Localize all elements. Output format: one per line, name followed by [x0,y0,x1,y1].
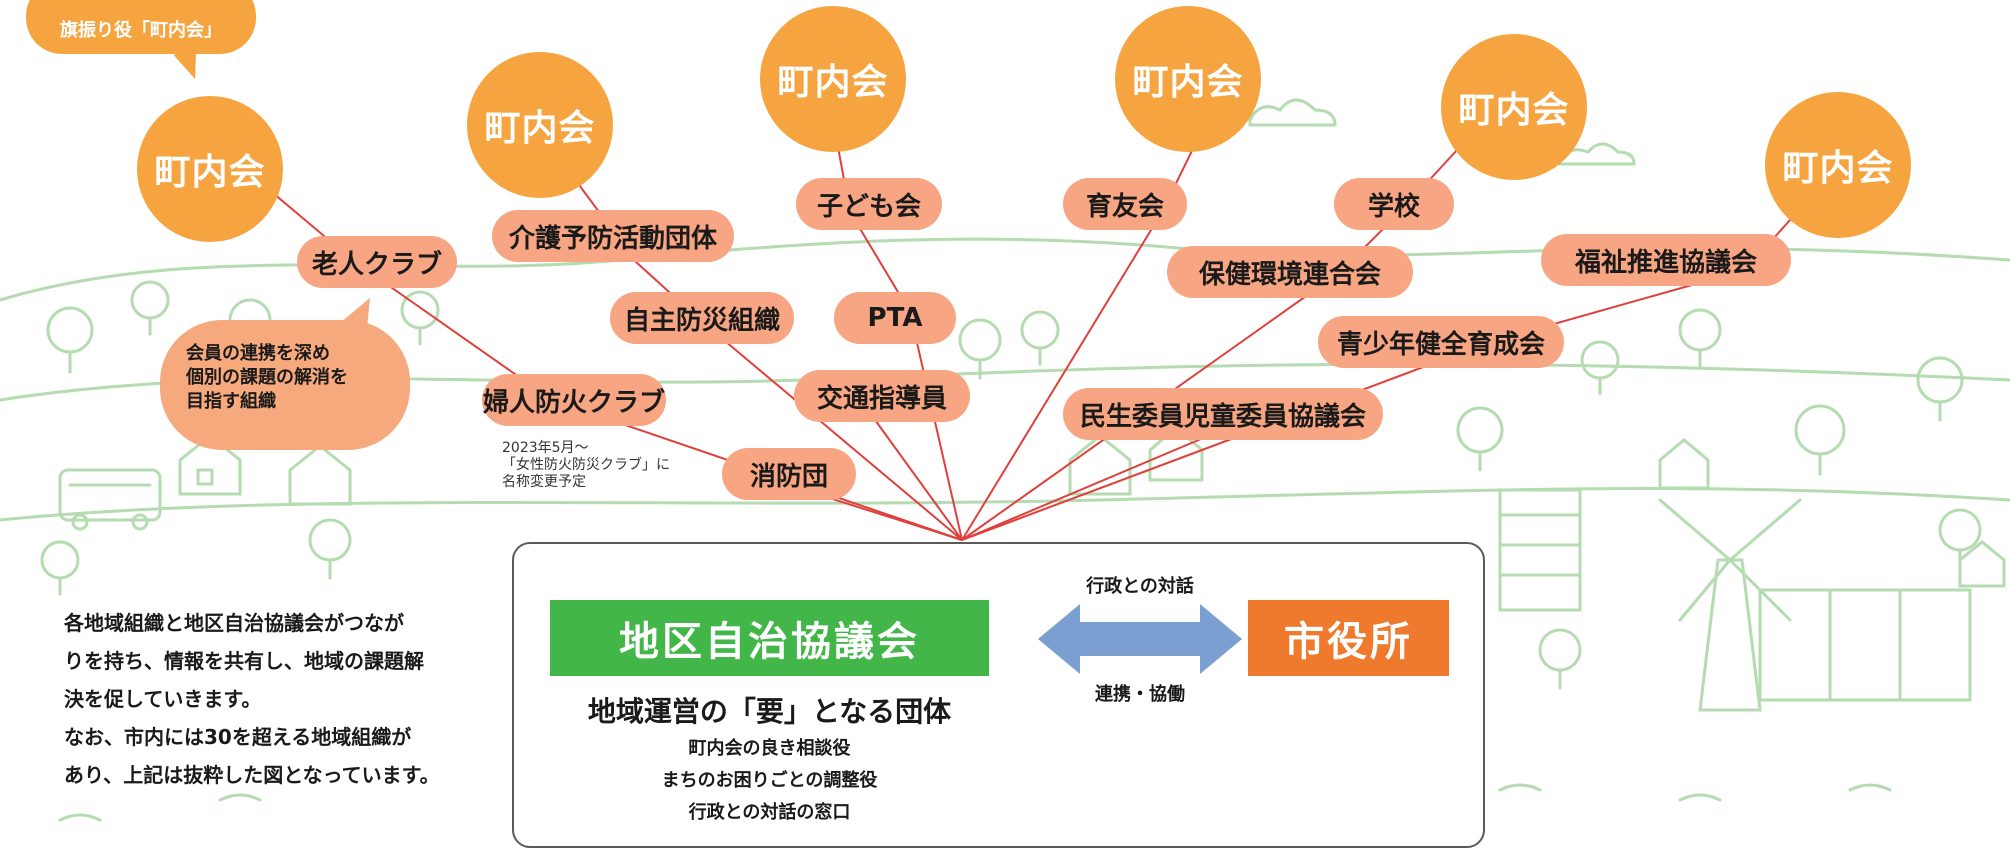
description-line-5: あり、上記は抜粋した図となっています。 [64,763,440,787]
group-traffic-guide: 交通指導員 [794,370,970,422]
group-fire-brigade: 消防団 [722,448,856,500]
district-council-name: 地区自治協議会 [619,619,920,665]
group-youth-council: 青少年健全育成会 [1318,316,1564,368]
arrow-label-dialogue: 行政との対話 [1086,576,1194,597]
elderly-club-note-bubble: 会員の連携を深め 個別の課題の解消を 目指す組織 [160,320,410,450]
group-pta: PTA [834,292,956,344]
city-hall-box: 市役所 [1248,600,1449,676]
rename-note: 2023年5月～ 「女性防火防災クラブ」に 名称変更予定 [502,440,670,491]
group-ikuyukai: 育友会 [1063,178,1187,230]
neighborhood-association-4: 町内会 [1115,6,1261,152]
group-welfare-commissioners: 民生委員児童委員協議会 [1063,388,1383,440]
neighborhood-association-5: 町内会 [1441,34,1587,180]
description-line-1: 各地域組織と地区自治協議会がつなが [64,611,404,635]
description-line-4: なお、市内には30を超える地域組織が [64,725,412,749]
group-womens-fire-club: 婦人防火クラブ [482,374,666,426]
neighborhood-association-3: 町内会 [760,6,906,152]
group-health-environment: 保健環境連合会 [1167,246,1413,298]
group-disaster-prevention: 自主防災組織 [610,292,794,344]
flag-waver-text: 旗振り役「町内会」 [60,20,222,41]
flag-waver-bubble: 旗振り役「町内会」 [26,0,256,54]
elderly-note-line-2: 個別の課題の解消を [186,367,348,388]
rename-note-line-2: 「女性防火防災クラブ」に [502,457,670,473]
arrow-label-cooperation: 連携・協働 [1095,684,1185,705]
description-text: 各地域組織と地区自治協議会がつなが りを持ち、情報を共有し、地域の課題解 決を促… [64,604,484,794]
group-children-club: 子ども会 [796,178,942,230]
council-panel [512,542,1485,848]
city-hall-name: 市役所 [1284,619,1413,665]
group-elderly-club: 老人クラブ [297,236,457,288]
double-arrow-icon [1038,604,1242,674]
neighborhood-association-6: 町内会 [1765,92,1911,238]
council-tagline: 地域運営の「要」となる団体 [587,695,952,728]
group-welfare-council: 福祉推進協議会 [1541,234,1791,286]
rename-note-line-3: 名称変更予定 [502,474,586,490]
neighborhood-association-1: 町内会 [137,96,283,242]
district-council-box: 地区自治協議会 [550,600,989,676]
council-role-2: まちのお困りごとの調整役 [661,770,878,791]
neighborhood-association-2: 町内会 [467,52,613,198]
group-school: 学校 [1334,178,1454,230]
elderly-note-line-1: 会員の連携を深め [186,343,330,364]
description-line-3: 決を促していきます。 [64,687,262,711]
group-care-prevention: 介護予防活動団体 [492,210,734,262]
rename-note-line-1: 2023年5月～ [502,440,589,456]
council-role-3: 行政との対話の窓口 [688,802,851,823]
council-role-1: 町内会の良き相談役 [688,738,851,759]
elderly-note-line-3: 目指す組織 [186,391,276,412]
description-line-2: りを持ち、情報を共有し、地域の課題解 [64,649,424,673]
